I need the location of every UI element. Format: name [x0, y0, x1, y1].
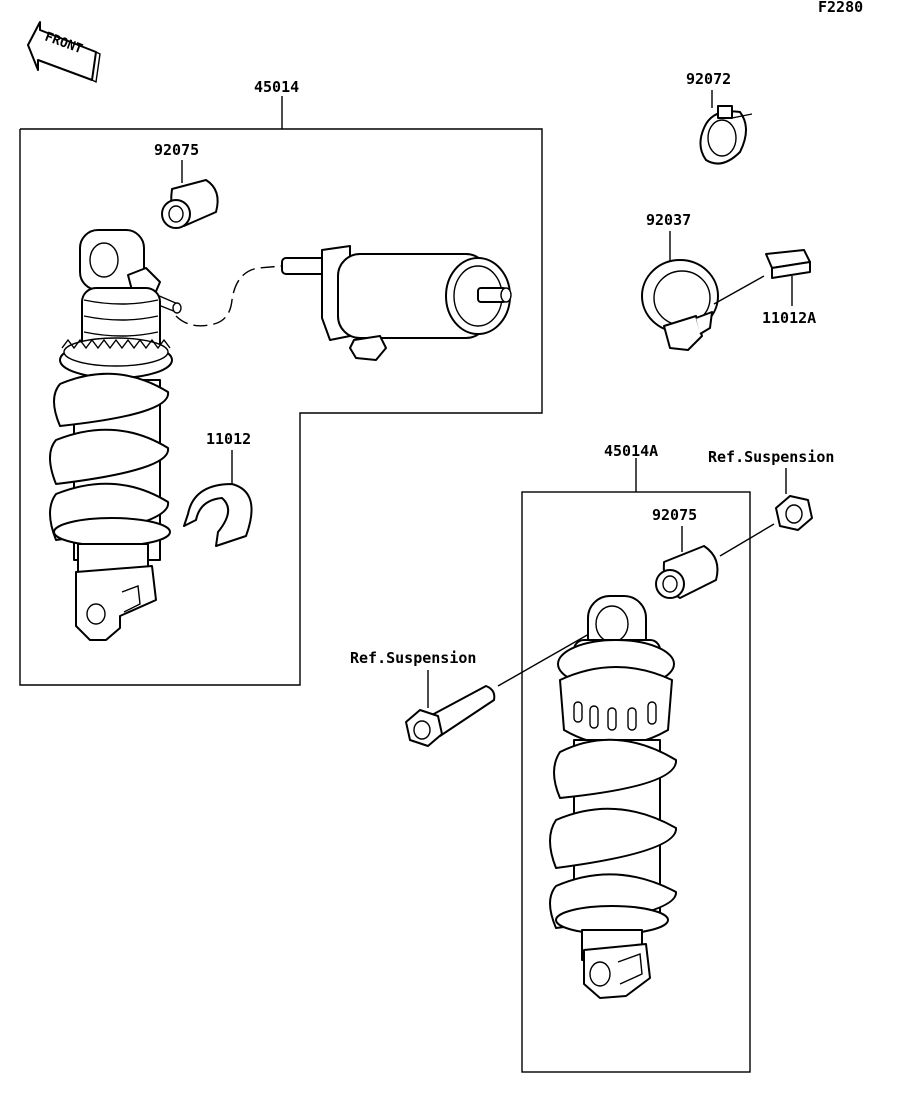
diagram-code: F2280: [818, 0, 863, 16]
reservoir-icon: [175, 245, 512, 361]
part-label-92072: 92072: [686, 70, 731, 88]
part-label-45014a: 45014A: [604, 442, 658, 460]
part-label-92075-bottom: 92075: [652, 506, 697, 524]
part-label-45014: 45014: [254, 78, 299, 96]
shock-absorber-45014a-icon: [549, 595, 678, 999]
nut-icon: [775, 495, 813, 531]
bushing-92075-bottom-icon: [655, 545, 719, 599]
pad-11012a-icon: [765, 249, 811, 279]
assembly-frame-45014a: [521, 458, 751, 1073]
bushing-92075-top-icon: [161, 179, 219, 229]
clip-11012-icon: [183, 483, 253, 547]
band-92037-icon: [641, 259, 719, 351]
shock-absorber-45014-icon: [49, 229, 182, 641]
bolt-icon: [405, 685, 496, 747]
part-label-92037: 92037: [646, 211, 691, 229]
assembly-frame-45014: [19, 96, 543, 686]
part-label-11012: 11012: [206, 430, 251, 448]
part-label-11012a: 11012A: [762, 309, 816, 327]
band-92072-icon: [699, 105, 753, 165]
front-arrow-icon: FRONT: [27, 21, 101, 84]
part-label-92075-top: 92075: [154, 141, 199, 159]
ref-suspension-left[interactable]: Ref.Suspension: [350, 649, 476, 667]
ref-suspension-right[interactable]: Ref.Suspension: [708, 448, 834, 466]
